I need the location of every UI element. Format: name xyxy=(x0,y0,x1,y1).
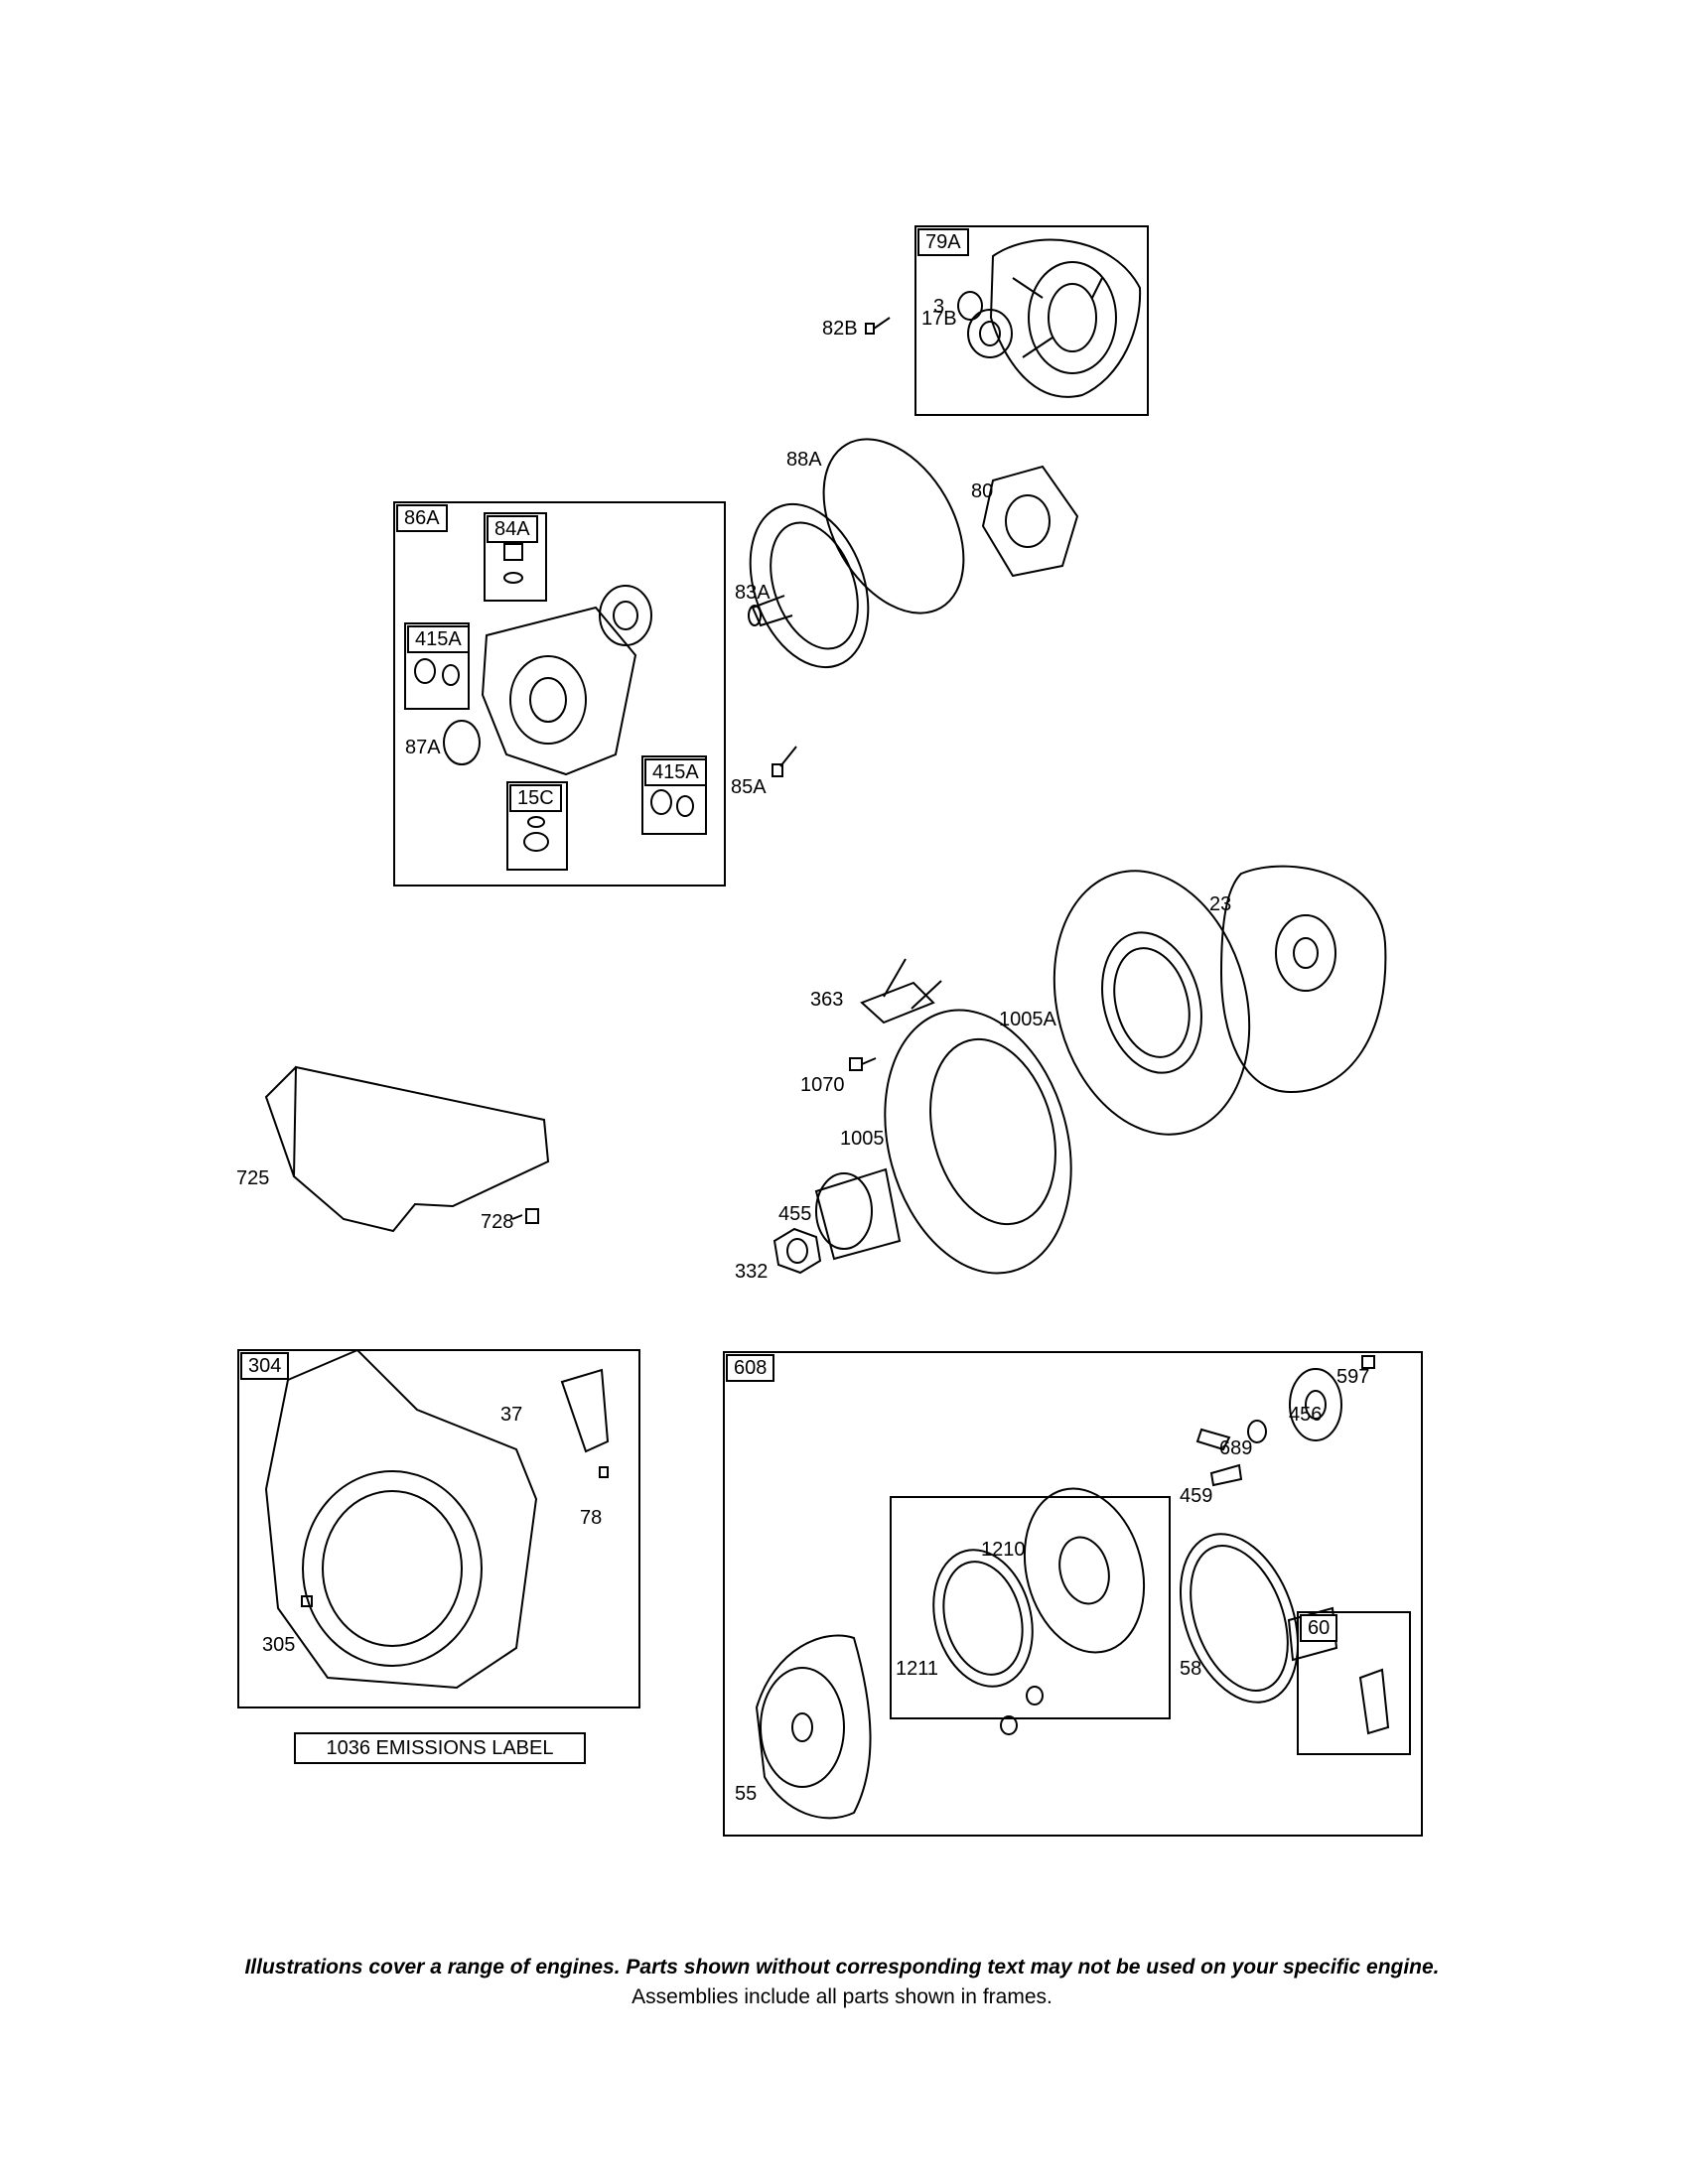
frame-tag-608: 608 xyxy=(726,1354,775,1382)
footer-disclaimer: Illustrations cover a range of engines. … xyxy=(244,1956,1440,1979)
frame-304 xyxy=(237,1349,640,1708)
frame-tag-15C: 15C xyxy=(509,784,562,812)
callout-455: 455 xyxy=(778,1203,812,1225)
fan-1005 xyxy=(884,1009,1072,1275)
bolt-85A xyxy=(772,746,797,777)
frame-15C xyxy=(506,781,568,871)
pawl-459 xyxy=(1195,1428,1243,1487)
bolt-82B xyxy=(865,317,891,335)
footer-assemblies-note: Assemblies include all parts shown in fr… xyxy=(632,1985,1052,2008)
plug-84A xyxy=(503,543,523,584)
callout-78: 78 xyxy=(580,1507,603,1529)
callout-58: 58 xyxy=(1180,1658,1202,1680)
blower-housing-304 xyxy=(264,1348,538,1690)
callout-1005: 1005 xyxy=(840,1128,885,1150)
frame-60 xyxy=(1297,1611,1411,1755)
bolt-1070 xyxy=(849,1057,877,1071)
gasket-88A xyxy=(822,438,965,614)
nut-332 xyxy=(772,1227,822,1275)
callout-83A: 83A xyxy=(735,582,771,604)
plug-415A-left xyxy=(414,658,460,686)
frame-79A xyxy=(914,225,1149,416)
callout-1005A: 1005A xyxy=(999,1009,1056,1030)
callout-1210: 1210 xyxy=(981,1539,1026,1561)
nuts-small xyxy=(1000,1686,1044,1735)
frame-415A-left xyxy=(404,622,470,710)
callout-1070: 1070 xyxy=(800,1074,845,1096)
bracket-363 xyxy=(860,958,942,1024)
callout-305: 305 xyxy=(262,1634,296,1656)
callout-1211: 1211 xyxy=(896,1658,939,1680)
callout-87A: 87A xyxy=(405,737,441,758)
callout-363: 363 xyxy=(810,989,844,1011)
callout-80: 80 xyxy=(971,480,994,502)
screw-78 xyxy=(599,1466,609,1478)
cup-455 xyxy=(814,1167,902,1261)
frame-tag-415A-left: 415A xyxy=(407,625,470,653)
ring-689 xyxy=(1247,1420,1267,1443)
crankcase-cover-79A xyxy=(989,238,1142,398)
housing-86A xyxy=(481,585,652,776)
callout-17B: 17B xyxy=(921,308,957,330)
frame-tag-304: 304 xyxy=(240,1352,290,1380)
flywheel-23 xyxy=(1219,865,1387,1094)
callout-88A: 88A xyxy=(786,449,822,471)
screw-305 xyxy=(301,1595,313,1607)
frame-415A-right xyxy=(641,755,707,835)
screw-597 xyxy=(1361,1355,1375,1369)
callout-85A: 85A xyxy=(731,776,767,798)
callout-82B: 82B xyxy=(822,318,858,340)
starter-housing-55 xyxy=(755,1634,872,1820)
plug-415A-right xyxy=(650,789,694,817)
callout-689: 689 xyxy=(1219,1437,1253,1459)
bolt-728 xyxy=(511,1208,539,1224)
pulley-1210 xyxy=(1023,1487,1146,1654)
shroud-725 xyxy=(264,1065,550,1233)
callout-597: 597 xyxy=(1336,1366,1370,1388)
cap-456 xyxy=(1289,1368,1342,1441)
callout-725: 725 xyxy=(236,1167,270,1189)
bearing-17B xyxy=(967,309,1013,358)
emissions-label-box: 1036 EMISSIONS LABEL xyxy=(294,1732,586,1764)
frame-tag-415A-right: 415A xyxy=(644,758,707,786)
callout-55: 55 xyxy=(735,1783,758,1805)
frame-608 xyxy=(723,1351,1423,1837)
baffle-37 xyxy=(560,1368,610,1453)
frame-84A xyxy=(484,512,547,602)
drive-drum-83A xyxy=(748,502,870,669)
frame-tag-60: 60 xyxy=(1300,1614,1338,1642)
callout-37: 37 xyxy=(500,1404,523,1426)
frame-tag-86A: 86A xyxy=(396,504,448,532)
spring-1211 xyxy=(932,1549,1034,1688)
rope-58 xyxy=(1180,1533,1299,1704)
callout-332: 332 xyxy=(735,1261,769,1283)
callout-459: 459 xyxy=(1180,1485,1213,1507)
handle-60 xyxy=(1287,1606,1390,1735)
seal-87A xyxy=(443,720,481,765)
frame-86A xyxy=(393,501,726,887)
frame-tag-84A: 84A xyxy=(487,515,538,543)
seal-3 xyxy=(957,291,983,321)
callout-456: 456 xyxy=(1289,1404,1323,1426)
gasket-80 xyxy=(981,465,1079,578)
callout-728: 728 xyxy=(481,1211,514,1233)
fan-1005A xyxy=(1052,870,1251,1136)
frame-1210-1211 xyxy=(890,1496,1171,1719)
plug-15C xyxy=(523,816,549,852)
frame-tag-79A: 79A xyxy=(917,228,969,256)
callout-23: 23 xyxy=(1209,893,1232,915)
callout-3: 3 xyxy=(933,296,945,318)
